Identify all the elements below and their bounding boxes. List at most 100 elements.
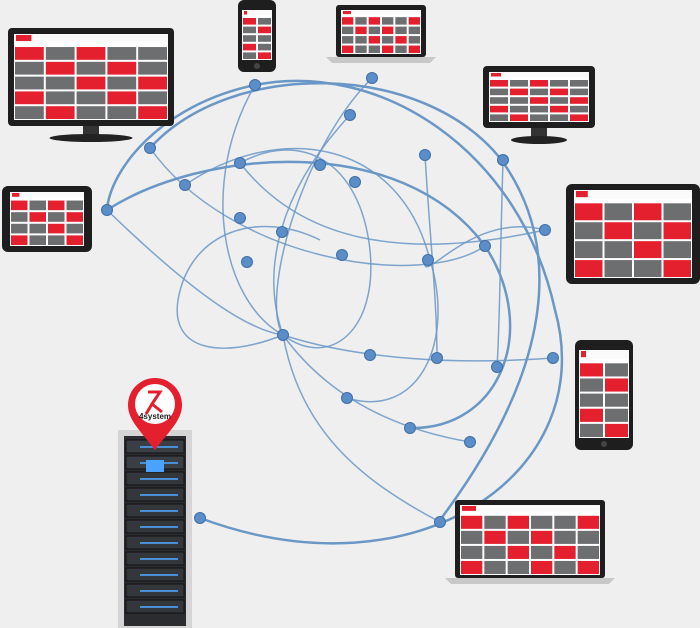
network-node <box>144 142 156 154</box>
network-node <box>422 254 434 266</box>
tile <box>29 223 46 234</box>
tile <box>11 223 28 234</box>
network-link <box>423 226 546 268</box>
tablet-right-screen <box>574 190 692 278</box>
screen-header <box>579 350 629 359</box>
tile <box>550 114 568 121</box>
tile <box>368 26 380 35</box>
tile <box>605 423 628 437</box>
tile <box>575 260 603 277</box>
network-node <box>101 204 113 216</box>
tile <box>66 200 83 211</box>
logo-icon <box>576 191 588 198</box>
tile <box>490 114 508 121</box>
network-node <box>341 392 353 404</box>
network-node <box>434 516 446 528</box>
tile <box>510 97 528 104</box>
tile <box>580 393 603 407</box>
network-link <box>282 334 471 443</box>
tile <box>531 545 553 559</box>
tile <box>11 235 28 245</box>
tile <box>29 200 46 211</box>
tile <box>258 18 271 25</box>
network-node <box>539 224 551 236</box>
tile <box>580 408 603 422</box>
tile <box>510 114 528 121</box>
laptop-top-screen <box>341 10 421 54</box>
tile <box>11 200 28 211</box>
tile <box>605 378 628 392</box>
tile <box>605 363 628 377</box>
tile <box>510 80 528 87</box>
tile <box>604 241 632 259</box>
network-node <box>491 361 503 373</box>
tile <box>530 114 548 121</box>
tile <box>580 378 603 392</box>
network-node <box>234 212 246 224</box>
tile <box>15 61 44 75</box>
tile <box>382 36 394 44</box>
monitor-top-left-screen <box>14 34 168 120</box>
tile <box>575 222 603 240</box>
tile <box>461 515 483 529</box>
tile <box>531 515 553 529</box>
tile <box>577 560 599 574</box>
tile <box>11 212 28 222</box>
tile <box>507 560 529 574</box>
network-node <box>314 159 326 171</box>
tile <box>368 17 380 25</box>
tile <box>490 105 508 113</box>
tile <box>355 26 367 35</box>
tile <box>76 47 106 60</box>
tile <box>107 91 137 105</box>
network-node <box>249 79 261 91</box>
tile <box>634 203 662 221</box>
screen-bg <box>341 10 421 54</box>
screen-header <box>574 190 692 199</box>
tile <box>48 212 65 222</box>
logo-icon <box>16 35 32 42</box>
tile <box>575 241 603 259</box>
server-led <box>140 446 178 448</box>
tile <box>66 212 83 222</box>
tile <box>554 560 576 574</box>
tile <box>258 43 271 51</box>
tile <box>107 61 137 75</box>
logo-icon <box>462 506 476 511</box>
tile <box>634 241 662 259</box>
tile <box>355 45 367 53</box>
screen-header <box>489 72 589 77</box>
tile <box>395 36 407 44</box>
phone-top-screen <box>242 10 272 60</box>
tile <box>29 212 46 222</box>
network-link <box>176 225 321 349</box>
tile <box>395 45 407 53</box>
tile <box>29 235 46 245</box>
server-led <box>140 558 178 560</box>
tile <box>76 91 106 105</box>
tile <box>604 260 632 277</box>
logo-icon <box>244 11 247 15</box>
tile <box>45 47 75 60</box>
tile <box>243 26 256 34</box>
server-rack <box>118 430 192 628</box>
tile <box>45 91 75 105</box>
tile <box>355 17 367 25</box>
tile <box>382 45 394 53</box>
tile <box>342 36 354 44</box>
tile <box>48 223 65 234</box>
tile <box>550 97 568 104</box>
tile <box>570 88 588 96</box>
tile <box>530 88 548 96</box>
tile <box>408 45 420 53</box>
tile <box>395 17 407 25</box>
tile <box>484 545 506 559</box>
tile <box>76 106 106 119</box>
tile <box>507 530 529 544</box>
server-led <box>140 510 178 512</box>
tile <box>45 106 75 119</box>
tile <box>550 88 568 96</box>
tile <box>663 203 691 221</box>
tile <box>531 530 553 544</box>
